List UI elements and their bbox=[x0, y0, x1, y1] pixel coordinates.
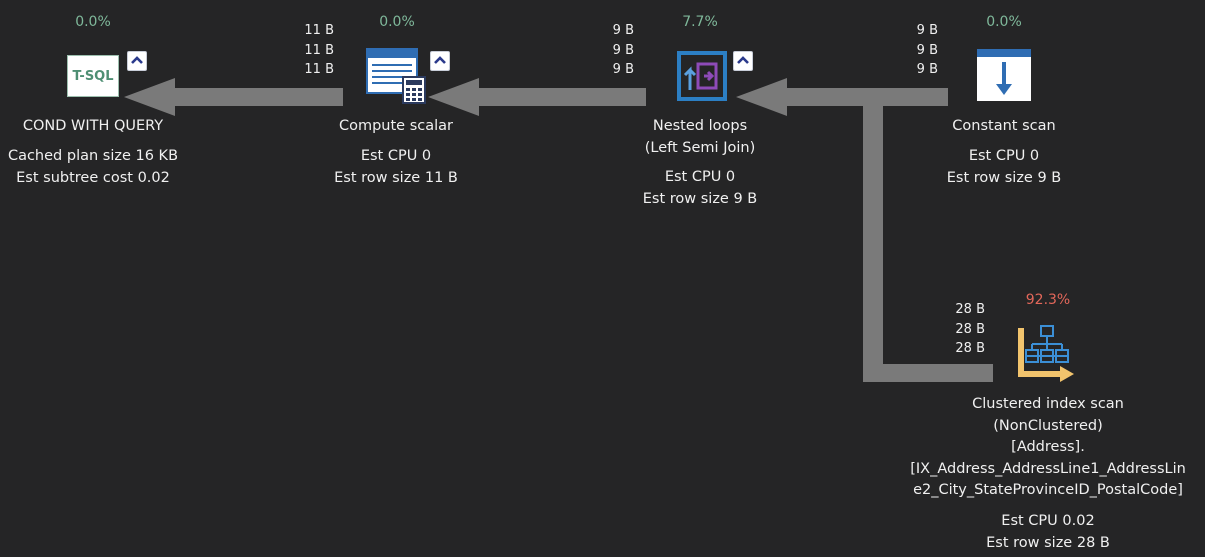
row-sizes-nested: 9 B 9 B 9 B bbox=[594, 21, 634, 80]
stat-est-row-size: Est row size 9 B bbox=[946, 170, 1062, 186]
row-size: 9 B bbox=[916, 62, 938, 77]
row-size: 9 B bbox=[612, 23, 634, 38]
chevron-up-icon bbox=[434, 56, 446, 64]
clustered-index-scan-icon-graphic bbox=[1018, 325, 1074, 382]
row-size: 28 B bbox=[955, 321, 985, 337]
cost-percent-clustered: 92.3% bbox=[1025, 292, 1071, 308]
row-size: 9 B bbox=[612, 42, 634, 58]
row-size: 28 B bbox=[955, 341, 985, 356]
cost-percent-compute: 0.0% bbox=[379, 14, 415, 30]
stat-est-cpu: Est CPU 0 bbox=[360, 148, 432, 164]
node-label-line: (NonClustered) bbox=[993, 417, 1103, 434]
arrow-nested-to-compute bbox=[428, 78, 646, 116]
clustered-index-scan-icon[interactable] bbox=[1018, 324, 1078, 384]
cost-percent-cond: 0.0% bbox=[75, 14, 111, 30]
collapse-toggle-nested[interactable] bbox=[733, 51, 753, 71]
stat-est-cpu: Est CPU 0.02 bbox=[1001, 513, 1095, 529]
collapse-toggle-compute[interactable] bbox=[430, 51, 450, 71]
tsql-icon[interactable]: T-SQL bbox=[67, 55, 119, 97]
node-label-line: (Left Semi Join) bbox=[644, 139, 756, 156]
node-label-line: Nested loops bbox=[652, 118, 748, 134]
chevron-up-icon bbox=[131, 56, 143, 64]
node-label-cond: COND WITH QUERY bbox=[22, 118, 164, 134]
row-sizes-constant: 9 B 9 B 9 B bbox=[898, 21, 938, 80]
stat-cached-plan-size: Cached plan size 16 KB bbox=[7, 148, 179, 164]
chevron-up-icon bbox=[737, 56, 749, 64]
row-size: 9 B bbox=[916, 42, 938, 58]
stat-est-subtree-cost: Est subtree cost 0.02 bbox=[16, 170, 170, 186]
compute-scalar-icon[interactable] bbox=[366, 48, 426, 104]
node-label-clustered: Clustered index scan (NonClustered) [Add… bbox=[898, 394, 1198, 502]
node-label-constant: Constant scan bbox=[952, 118, 1056, 134]
constant-scan-icon[interactable] bbox=[976, 48, 1032, 102]
row-size: 28 B bbox=[955, 302, 985, 317]
collapse-toggle-cond[interactable] bbox=[127, 51, 147, 71]
row-sizes-compute: 11 B 11 B 11 B bbox=[294, 21, 334, 80]
connector-clustered-horizontal bbox=[863, 364, 993, 382]
node-label-line: Clustered index scan bbox=[972, 396, 1124, 412]
connector-clustered-vertical bbox=[863, 97, 883, 382]
nested-loops-icon[interactable] bbox=[676, 50, 728, 102]
row-size: 11 B bbox=[304, 23, 334, 38]
row-size: 11 B bbox=[304, 42, 334, 58]
arrow-constant-to-nested bbox=[736, 78, 948, 116]
stat-est-cpu: Est CPU 0 bbox=[664, 169, 736, 185]
compute-scalar-icon-graphic bbox=[366, 48, 426, 104]
node-label-nested: Nested loops (Left Semi Join) bbox=[610, 116, 790, 159]
node-label-line: e2_City_StateProvinceID_PostalCode] bbox=[913, 482, 1183, 498]
node-label-line: [Address]. bbox=[1011, 439, 1085, 455]
constant-scan-icon-graphic bbox=[977, 49, 1031, 101]
cost-percent-nested: 7.7% bbox=[682, 14, 718, 30]
row-size: 9 B bbox=[612, 62, 634, 77]
stat-est-row-size: Est row size 9 B bbox=[642, 191, 758, 207]
row-sizes-clustered: 28 B 28 B 28 B bbox=[945, 300, 985, 359]
node-label-line: [IX_Address_AddressLine1_AddressLin bbox=[910, 460, 1186, 477]
row-size: 11 B bbox=[304, 62, 334, 77]
stat-est-cpu: Est CPU 0 bbox=[968, 148, 1040, 164]
row-size: 9 B bbox=[916, 23, 938, 38]
node-label-compute: Compute scalar bbox=[338, 118, 454, 134]
nested-loops-icon-graphic bbox=[677, 51, 727, 101]
stat-est-row-size: Est row size 28 B bbox=[986, 535, 1110, 551]
tsql-icon-text: T-SQL bbox=[72, 68, 114, 84]
arrow-compute-to-cond bbox=[124, 78, 343, 116]
stat-est-row-size: Est row size 11 B bbox=[334, 170, 458, 186]
cost-percent-constant: 0.0% bbox=[986, 14, 1022, 30]
